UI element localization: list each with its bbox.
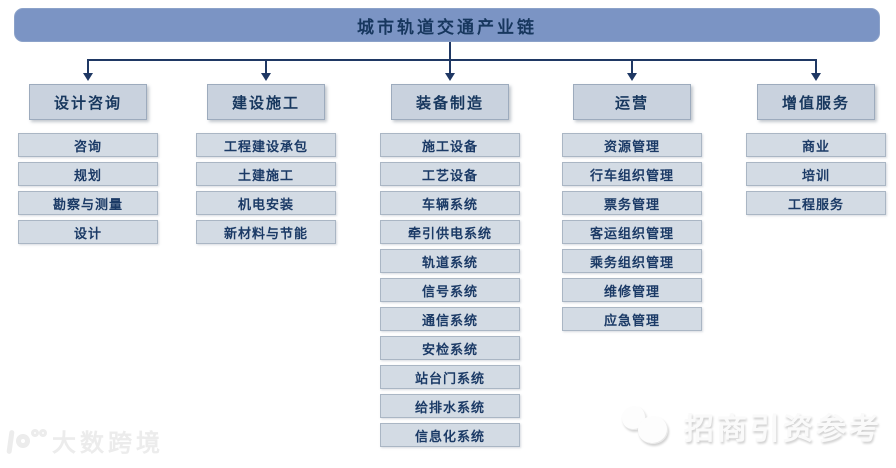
- item-box-equipment-manufacturing-0: 施工设备: [380, 133, 520, 157]
- diagram-title-banner: 城市轨道交通产业链: [14, 8, 880, 42]
- item-box-operations-6: 应急管理: [562, 307, 702, 331]
- item-box-operations-2: 票务管理: [562, 191, 702, 215]
- column-header-equipment-manufacturing: 装备制造: [391, 84, 509, 120]
- arrowhead-icon-design-consulting: [83, 73, 93, 81]
- item-box-design-consulting-1: 规划: [18, 162, 158, 186]
- watermark-bottom-left: 大数跨境: [6, 423, 164, 458]
- item-box-equipment-manufacturing-9: 给排水系统: [380, 394, 520, 418]
- dashukuajing-logo-icon: [6, 426, 47, 456]
- item-box-construction-2: 机电安装: [196, 191, 336, 215]
- item-box-construction-3: 新材料与节能: [196, 220, 336, 244]
- arrowhead-icon-value-added-services: [811, 73, 821, 81]
- item-box-value-added-services-0: 商业: [746, 133, 886, 157]
- item-box-value-added-services-1: 培训: [746, 162, 886, 186]
- item-box-operations-3: 客运组织管理: [562, 220, 702, 244]
- column-header-value-added-services: 增值服务: [757, 84, 875, 120]
- item-box-equipment-manufacturing-3: 牵引供电系统: [380, 220, 520, 244]
- item-box-construction-1: 土建施工: [196, 162, 336, 186]
- item-box-operations-1: 行车组织管理: [562, 162, 702, 186]
- item-box-equipment-manufacturing-10: 信息化系统: [380, 423, 520, 447]
- item-box-design-consulting-0: 咨询: [18, 133, 158, 157]
- column-header-operations: 运营: [573, 84, 691, 120]
- column-header-construction: 建设施工: [207, 84, 325, 120]
- arrowhead-icon-equipment-manufacturing: [445, 73, 455, 81]
- connector-stub-operations: [631, 59, 633, 75]
- column-header-design-consulting: 设计咨询: [29, 84, 147, 120]
- zhaoshang-logo-icon: [622, 404, 674, 448]
- item-box-equipment-manufacturing-4: 轨道系统: [380, 249, 520, 273]
- connector-stub-equipment-manufacturing: [449, 42, 451, 75]
- item-box-equipment-manufacturing-2: 车辆系统: [380, 191, 520, 215]
- watermark-right-text: 招商引资参考: [684, 413, 882, 446]
- item-box-equipment-manufacturing-1: 工艺设备: [380, 162, 520, 186]
- item-box-design-consulting-3: 设计: [18, 220, 158, 244]
- item-box-construction-0: 工程建设承包: [196, 133, 336, 157]
- arrowhead-icon-construction: [261, 73, 271, 81]
- connector-stub-construction: [265, 59, 267, 75]
- item-box-equipment-manufacturing-6: 通信系统: [380, 307, 520, 331]
- item-box-equipment-manufacturing-5: 信号系统: [380, 278, 520, 302]
- item-box-value-added-services-2: 工程服务: [746, 191, 886, 215]
- item-box-operations-5: 维修管理: [562, 278, 702, 302]
- connector-stub-design-consulting: [87, 59, 89, 75]
- watermark-left-text: 大数跨境: [52, 430, 164, 457]
- arrowhead-icon-operations: [627, 73, 637, 81]
- item-box-equipment-manufacturing-7: 安检系统: [380, 336, 520, 360]
- connector-stub-value-added-services: [815, 59, 817, 75]
- item-box-operations-0: 资源管理: [562, 133, 702, 157]
- watermark-bottom-right: 招商引资参考: [622, 404, 882, 448]
- item-box-equipment-manufacturing-8: 站台门系统: [380, 365, 520, 389]
- item-box-design-consulting-2: 勘察与测量: [18, 191, 158, 215]
- connector-horizontal-line: [87, 59, 817, 61]
- item-box-operations-4: 乘务组织管理: [562, 249, 702, 273]
